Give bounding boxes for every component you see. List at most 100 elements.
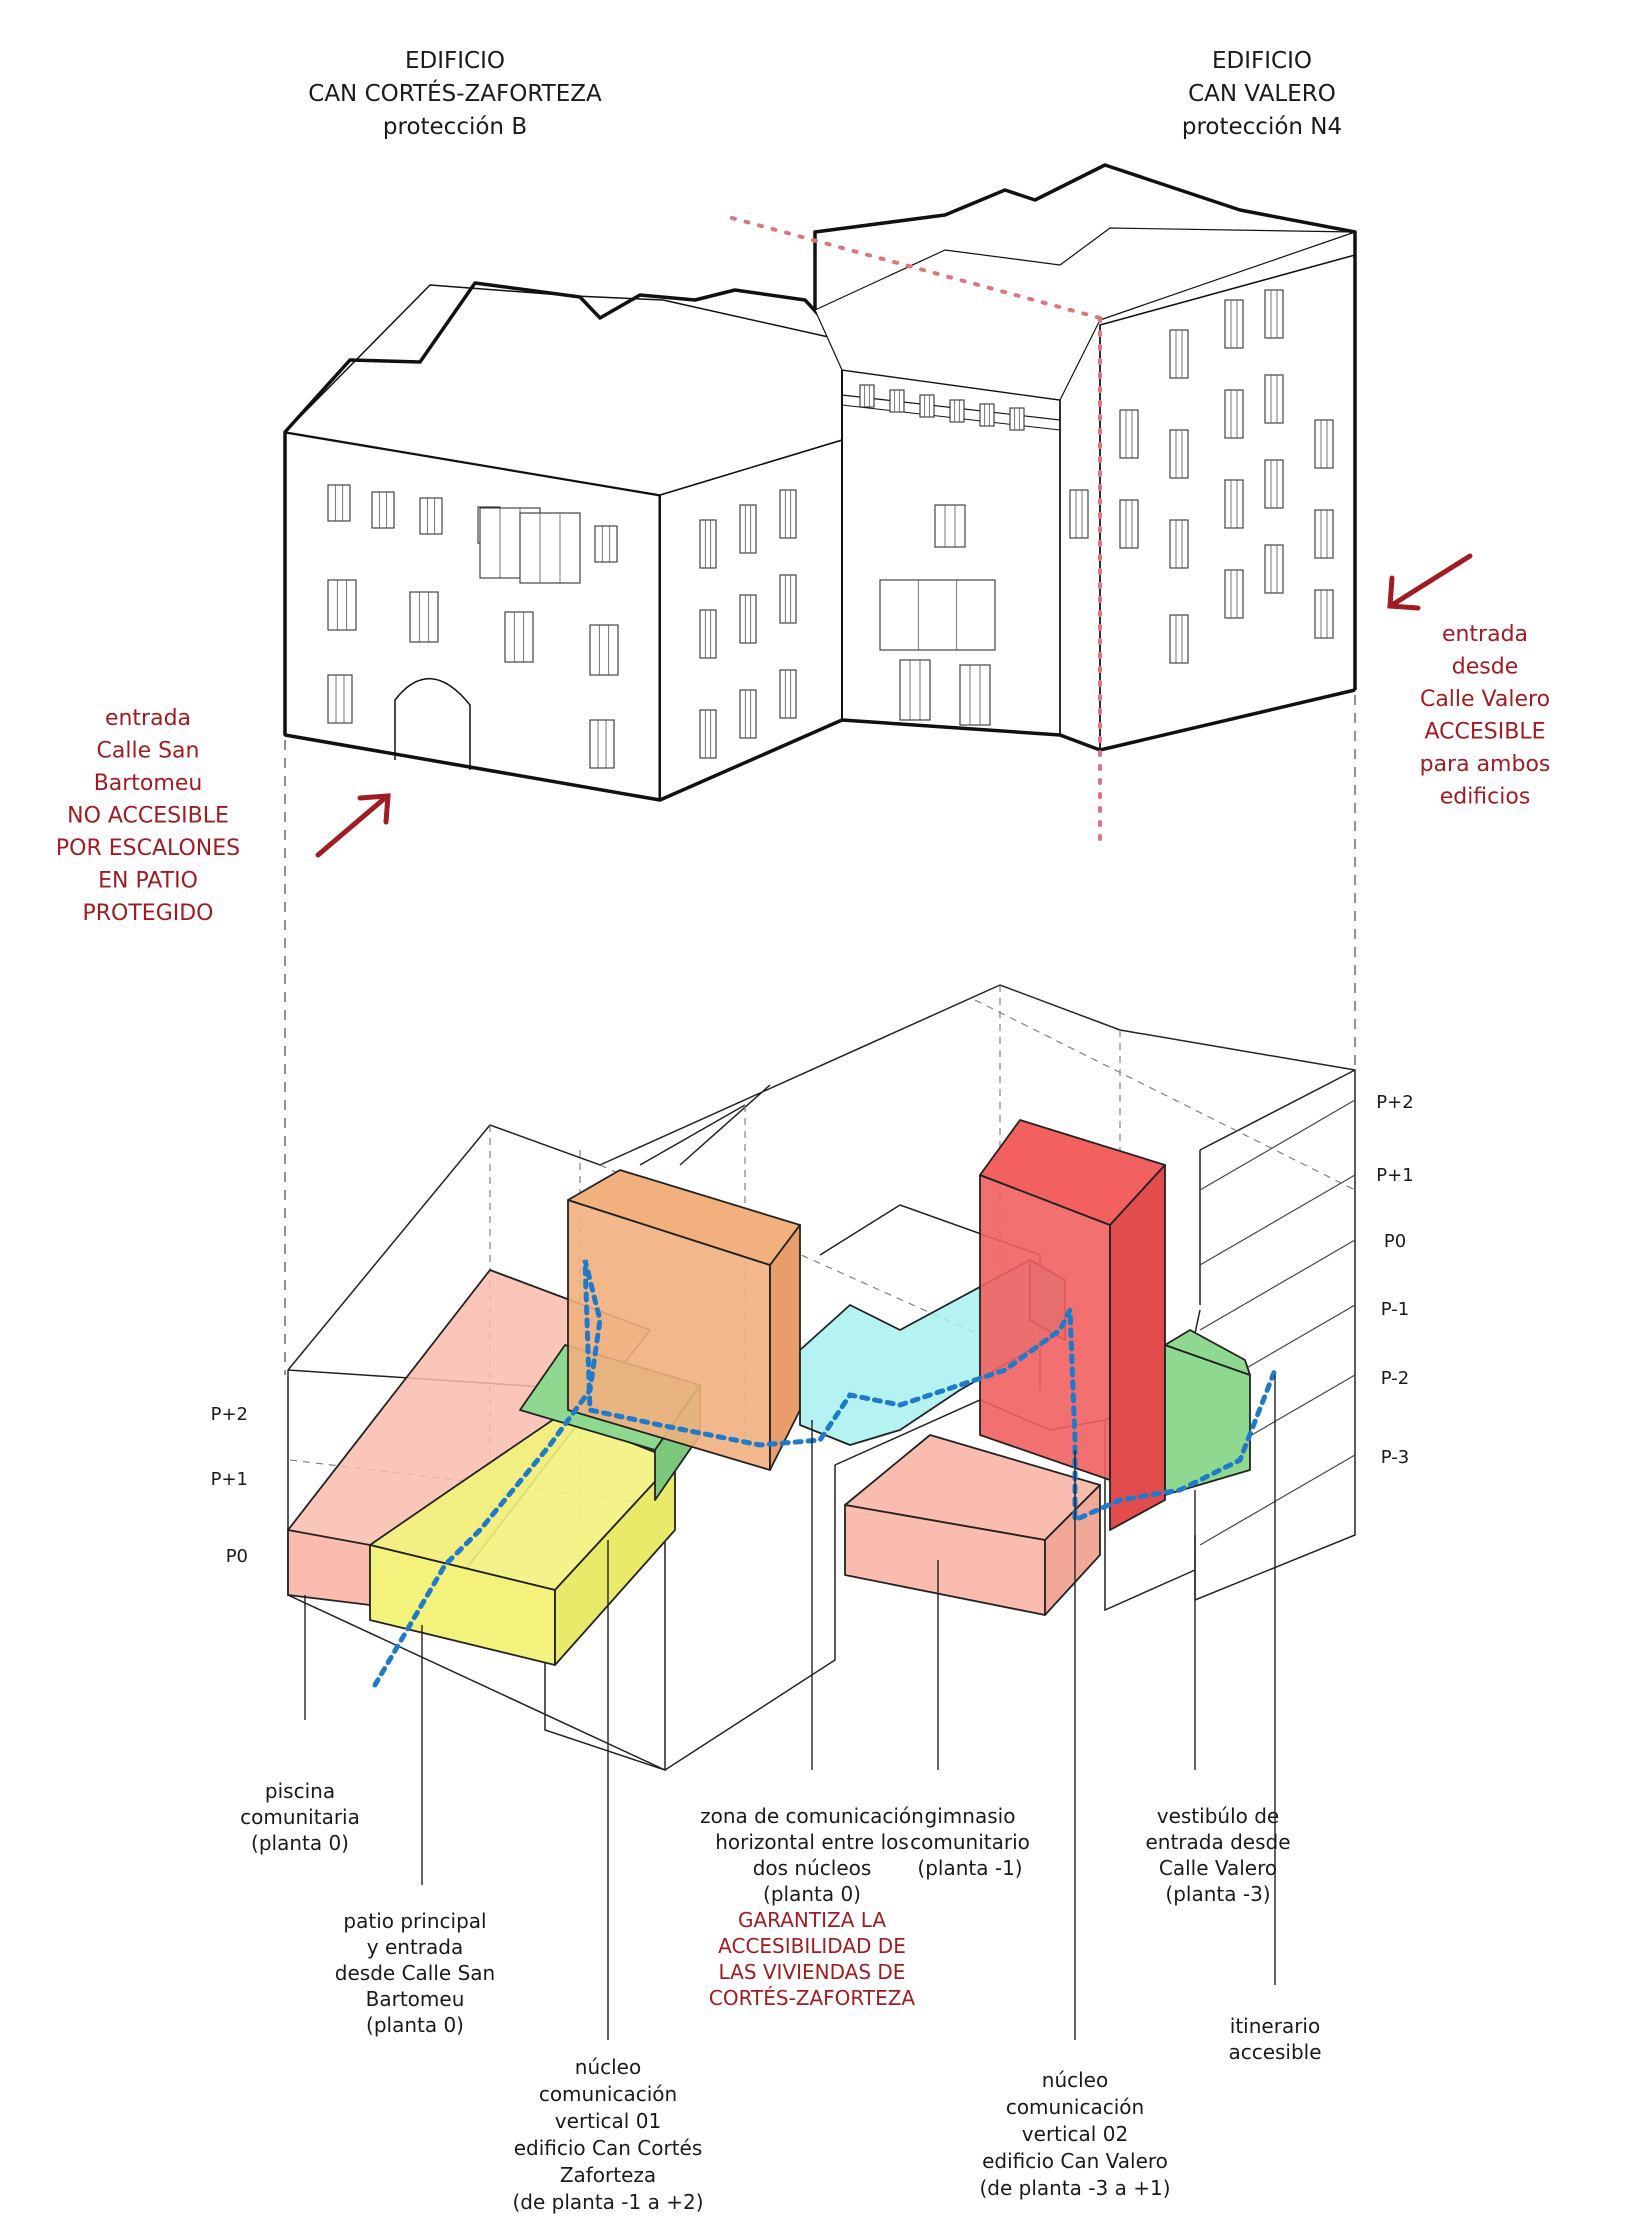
nucleo-02-side <box>1109 1164 1166 1531</box>
level-left-1: P+1 <box>211 1469 248 1490</box>
window-shape <box>1314 509 1334 559</box>
window-shape <box>879 579 996 651</box>
window-shape <box>1264 289 1284 339</box>
window-shape <box>519 512 581 584</box>
labels-patio-line-3: desde Calle San <box>335 1961 495 1985</box>
labels-vestibulo-line-1: vestibúlo de <box>1157 1804 1279 1828</box>
window-shape <box>1224 389 1244 439</box>
entrance-arrow-right <box>1387 553 1473 611</box>
window-shape <box>1264 374 1284 424</box>
level-right-1: P+1 <box>1376 1165 1413 1186</box>
labels-vestibulo-line-2: entrada desde <box>1145 1830 1290 1854</box>
entrances-right-line-1: entrada <box>1442 622 1528 647</box>
projection-lines <box>284 695 1356 1375</box>
window-shape <box>1119 499 1139 549</box>
window-shape <box>934 504 966 548</box>
window-shape <box>779 669 797 719</box>
leader-lines <box>304 1375 1276 2040</box>
labels-gimnasio-line-1: gimnasio <box>925 1804 1016 1828</box>
window-shape <box>739 689 757 739</box>
labels-itinerario-line-2: accesible <box>1228 2040 1321 2064</box>
valero-silhouette <box>813 163 1357 690</box>
level-left-0: P+2 <box>211 1404 248 1425</box>
labels-zona-line-1: zona de comunicación <box>700 1804 924 1828</box>
window-shape <box>1224 479 1244 529</box>
level-labels-left: P+2P+1P0 <box>211 1404 248 1567</box>
building-facades <box>283 163 1357 802</box>
window-shape <box>1169 519 1189 569</box>
window-shape <box>327 579 357 631</box>
level-right-5: P-3 <box>1381 1447 1409 1468</box>
window-shape <box>1314 419 1334 469</box>
window-shape <box>504 611 534 663</box>
property-divider <box>730 216 1102 847</box>
window-shape <box>371 491 395 529</box>
entrance-arrow-left <box>315 793 391 858</box>
window-shape <box>1169 329 1189 379</box>
labels-zona-line-3: dos núcleos <box>753 1856 872 1880</box>
labels-zona_red-line-3: LAS VIVIENDAS DE <box>719 1960 906 1984</box>
window-shape <box>739 594 757 644</box>
entrances-right-line-6: edificios <box>1440 785 1531 810</box>
window-shape <box>1224 569 1244 619</box>
window-shape <box>699 519 717 569</box>
labels-nucleo2-line-5: (de planta -3 a +1) <box>980 2176 1171 2200</box>
entrances-right-line-4: ACCESIBLE <box>1425 720 1546 745</box>
cortes-roof <box>284 284 843 496</box>
labels-gimnasio-line-3: (planta -1) <box>917 1856 1022 1880</box>
window-shape <box>1169 429 1189 479</box>
window-shape <box>949 399 965 423</box>
labels-zona-line-4: (planta 0) <box>763 1882 861 1906</box>
window-shape <box>699 709 717 759</box>
window-shape <box>419 497 443 535</box>
header-right-line-3: protección N4 <box>1182 114 1342 140</box>
window-shape <box>1069 489 1089 539</box>
labels-patio-line-2: y entrada <box>367 1935 463 1959</box>
header-left-line-3: protección B <box>383 114 527 140</box>
window-shape <box>739 504 757 554</box>
window-shape <box>1009 407 1025 431</box>
window-shape <box>409 591 439 643</box>
window-shape <box>959 664 991 726</box>
labels-nucleo1-line-1: núcleo <box>575 2055 641 2079</box>
entrances-left-line-3: Bartomeu <box>94 771 203 796</box>
window-shape <box>779 489 797 539</box>
window-shape <box>1264 459 1284 509</box>
level-right-2: P0 <box>1384 1231 1406 1252</box>
labels-piscina-line-2: comunitaria <box>240 1805 360 1829</box>
window-shape <box>589 719 615 769</box>
accessible-route <box>372 1259 1278 1688</box>
window-shape <box>1264 544 1284 594</box>
labels-patio-line-5: (planta 0) <box>366 2013 464 2037</box>
labels-zona-line-2: horizontal entre los <box>715 1830 909 1854</box>
window-shape <box>699 609 717 659</box>
labels-nucleo2-line-2: comunicación <box>1006 2095 1144 2119</box>
window-shape <box>779 574 797 624</box>
labels-nucleo2-line-4: edificio Can Valero <box>982 2149 1168 2173</box>
labels-itinerario-line-1: itinerario <box>1230 2014 1320 2038</box>
labels-gimnasio-line-2: comunitario <box>910 1830 1030 1854</box>
entrances-left-line-6: EN PATIO <box>98 869 198 894</box>
labels-zona_red-line-4: CORTÉS-ZAFORTEZA <box>709 1986 916 2010</box>
labels-nucleo1-line-2: comunicación <box>539 2082 677 2106</box>
entrances-right-line-3: Calle Valero <box>1420 687 1550 712</box>
window-shape <box>327 484 351 522</box>
header-left: EDIFICIO CAN CORTÉS-ZAFORTEZA protección… <box>308 48 602 140</box>
window-shape <box>889 389 905 413</box>
entrances-left-line-7: PROTEGIDO <box>82 901 213 926</box>
orange-volume-side <box>769 1224 801 1471</box>
entrances-left-line-5: POR ESCALONES <box>56 836 240 861</box>
entrances-left-line-1: entrada <box>105 706 191 731</box>
labels-nucleo1-line-4: edificio Can Cortés <box>514 2136 703 2160</box>
window-shape <box>919 394 935 418</box>
patio-volume-side <box>554 1459 676 1666</box>
labels-nucleo2-line-3: vertical 02 <box>1022 2122 1128 2146</box>
window-shape <box>979 403 995 427</box>
entrances-left-line-2: Calle San <box>97 739 200 764</box>
entrances-left-line-4: NO ACCESIBLE <box>67 804 229 829</box>
